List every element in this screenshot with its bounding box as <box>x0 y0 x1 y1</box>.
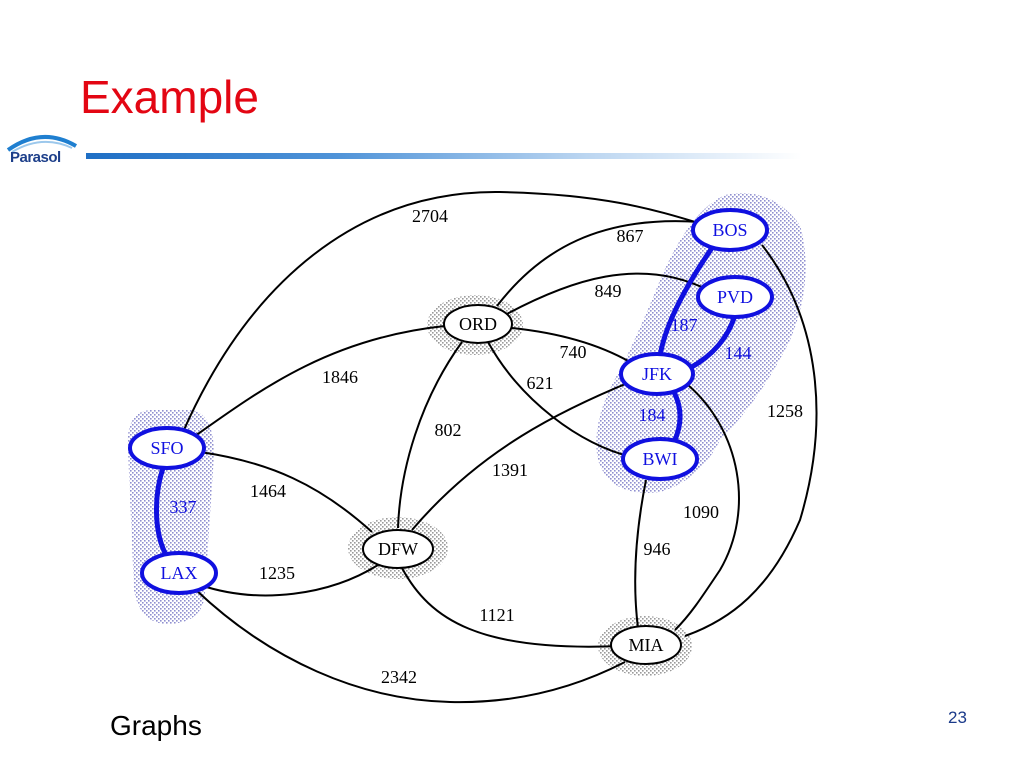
edge-label-pvd-jfk: 144 <box>725 343 752 363</box>
edge-sfo-ord <box>194 325 446 437</box>
node-label-pvd: PVD <box>717 287 753 307</box>
edge-lax-dfw <box>199 564 379 597</box>
node-bos[interactable]: BOS <box>691 208 769 252</box>
edge-sfo-dfw <box>199 451 373 533</box>
node-label-lax: LAX <box>161 563 198 583</box>
node-label-bos: BOS <box>712 220 747 240</box>
node-lax[interactable]: LAX <box>140 551 218 595</box>
edge-label-sfo-bos: 2704 <box>412 206 448 226</box>
edge-lax-mia <box>195 589 626 704</box>
edge-ord-bwi <box>487 341 633 458</box>
parasol-logo-icon <box>6 134 78 153</box>
edge-bwi-mia <box>634 479 647 629</box>
node-jfk[interactable]: JFK <box>619 352 695 396</box>
node-ord[interactable]: ORD <box>443 304 513 344</box>
edge-sfo-lax <box>154 467 168 555</box>
node-label-bwi: BWI <box>643 449 678 469</box>
node-label-dfw: DFW <box>378 539 418 559</box>
edge-label-sfo-dfw: 1464 <box>250 481 286 501</box>
edge-label-bos-mia: 1258 <box>767 401 803 421</box>
edge-label-jfk-bwi: 184 <box>639 405 666 425</box>
edge-dfw-mia <box>401 567 621 648</box>
edge-dfw-jfk <box>411 377 641 531</box>
page-number: 23 <box>948 708 967 727</box>
edge-sfo-bos <box>182 190 706 433</box>
edge-label-dfw-mia: 1121 <box>479 605 514 625</box>
node-dfw[interactable]: DFW <box>362 529 434 569</box>
edge-label-sfo-lax: 337 <box>170 497 197 517</box>
edge-label-bos-jfk: 187 <box>671 315 698 335</box>
edge-label-ord-bos: 867 <box>617 226 644 246</box>
edge-bos-jfk <box>657 246 715 357</box>
edge-jfk-mia <box>674 384 740 631</box>
node-label-mia: MIA <box>629 635 664 655</box>
node-mia[interactable]: MIA <box>610 625 682 665</box>
cluster-shading-east <box>596 193 806 493</box>
edge-label-ord-dfw: 802 <box>435 420 462 440</box>
node-bwi[interactable]: BWI <box>621 437 699 481</box>
node-label-ord: ORD <box>459 314 497 334</box>
edge-label-dfw-jfk: 1391 <box>492 460 528 480</box>
edge-label-lax-dfw: 1235 <box>259 563 295 583</box>
edge-bos-mia <box>684 244 818 637</box>
edge-label-bwi-mia: 946 <box>644 539 671 559</box>
edge-ord-bos <box>496 220 701 307</box>
node-pvd[interactable]: PVD <box>696 275 774 319</box>
logo-text: Parasol <box>10 149 61 166</box>
node-label-jfk: JFK <box>642 364 672 384</box>
edge-pvd-jfk <box>688 314 738 371</box>
title-underline <box>86 153 802 159</box>
node-sfo[interactable]: SFO <box>128 426 206 470</box>
edge-label-jfk-mia: 1090 <box>683 502 719 522</box>
edge-label-ord-bwi: 621 <box>527 373 554 393</box>
edge-label-lax-mia: 2342 <box>381 667 417 687</box>
edge-ord-dfw <box>397 341 463 529</box>
slide-footer: Graphs <box>110 710 202 741</box>
edge-label-ord-jfk: 740 <box>560 342 587 362</box>
edge-label-ord-pvd: 849 <box>595 281 622 301</box>
node-label-sfo: SFO <box>150 438 183 458</box>
edge-jfk-bwi <box>671 390 683 444</box>
edge-label-sfo-ord: 1846 <box>322 367 358 387</box>
edge-ord-jfk <box>511 327 631 363</box>
slide-title: Example <box>80 71 259 123</box>
edge-ord-pvd <box>504 272 709 316</box>
